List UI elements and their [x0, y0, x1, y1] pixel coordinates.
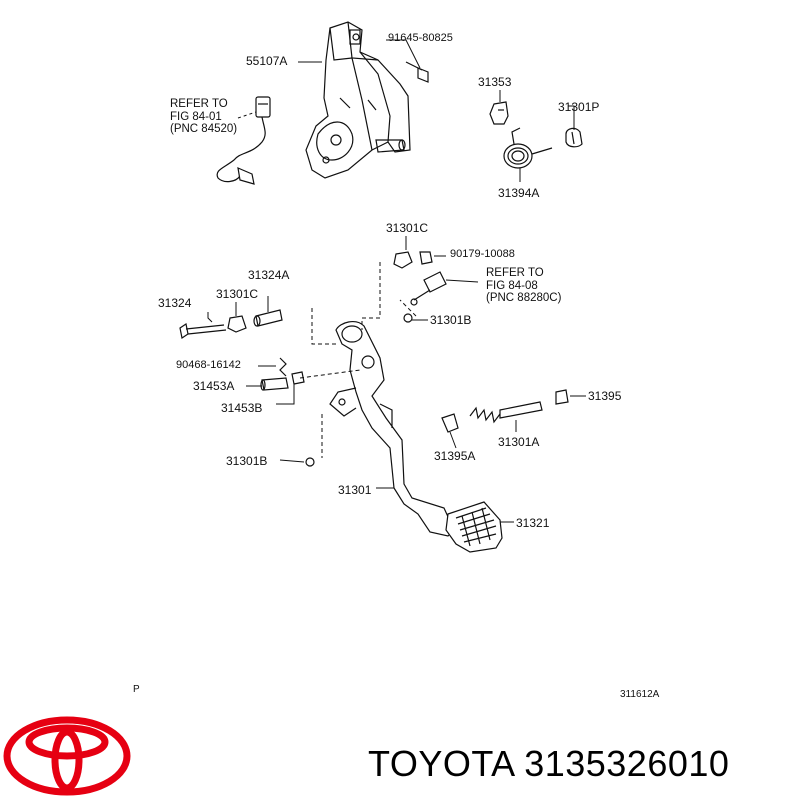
pedal-bracket-part [305, 21, 411, 179]
nut-90179-part [419, 251, 433, 265]
reference-note-fig-84-08: REFER TO FIG 84-08 (PNC 88280C) [486, 267, 561, 305]
part-label-31301c-left: 31301C [216, 287, 259, 301]
part-label-91645: 91645-80825 [388, 32, 453, 44]
bushing-31453b-part [291, 371, 305, 385]
pedal-arm-part [329, 321, 455, 537]
part-label-31395: 31395 [588, 389, 622, 403]
part-label-31324: 31324 [158, 296, 192, 310]
stopper-31353-part [489, 101, 509, 125]
reference-line: FIG 84-08 [486, 279, 538, 292]
stop-lamp-switch-part [410, 271, 447, 306]
part-label-55107a: 55107A [246, 54, 288, 68]
part-label-31321: 31321 [516, 516, 550, 530]
part-label-31394a: 31394A [498, 186, 540, 200]
switch-84520-part [216, 96, 271, 185]
part-label-31324a: 31324A [248, 268, 290, 282]
part-label-31301c-top: 31301C [386, 221, 429, 235]
part-label-31353: 31353 [478, 75, 512, 89]
part-label-31301p: 31301P [558, 100, 600, 114]
part-label-90179: 90179-10088 [450, 248, 515, 260]
clip-31395a-part [441, 413, 459, 433]
pedal-pad-part [445, 501, 503, 553]
reference-note-fig-84-01: REFER TO FIG 84-01 (PNC 84520) [170, 98, 237, 136]
clip-31301b-low-part [305, 457, 315, 467]
reference-line: (PNC 84520) [170, 123, 238, 135]
pin-90468-part [279, 357, 287, 377]
nut-31301c-top-part [393, 251, 413, 269]
pin-31453a-part [260, 377, 289, 391]
cap-31395-part [555, 389, 569, 405]
part-label-31301a: 31301A [498, 435, 540, 449]
bushing-31301p-part [565, 127, 583, 148]
collar-31324a-part [253, 309, 283, 327]
part-label-90468: 90468-16142 [176, 359, 241, 371]
part-label-31301b-mid: 31301B [430, 313, 472, 327]
part-label-31395a: 31395A [434, 449, 476, 463]
nut-31301c-left-part [227, 315, 247, 333]
p-mark: P [133, 684, 140, 695]
part-label-31301: 31301 [338, 483, 372, 497]
toyota-logo-icon [3, 716, 131, 796]
bolt-91645-part [405, 61, 429, 83]
spring-31394a-part [503, 127, 553, 169]
clip-31301b-mid-part [403, 313, 413, 323]
reference-line: FIG 84-01 [170, 110, 222, 123]
reference-line: REFER TO [486, 267, 544, 279]
part-label-31301b-low: 31301B [226, 454, 268, 468]
reference-line: REFER TO [170, 98, 228, 110]
spring-31301a-part [469, 401, 543, 424]
bolt-31324-part [179, 323, 227, 339]
part-label-31453a: 31453A [193, 379, 235, 393]
reference-line: (PNC 88280C) [486, 292, 562, 304]
illustration-code: 311612A [620, 689, 660, 700]
brand-part-number: TOYOTA 3135326010 [368, 743, 730, 784]
part-label-31453b: 31453B [221, 401, 263, 415]
